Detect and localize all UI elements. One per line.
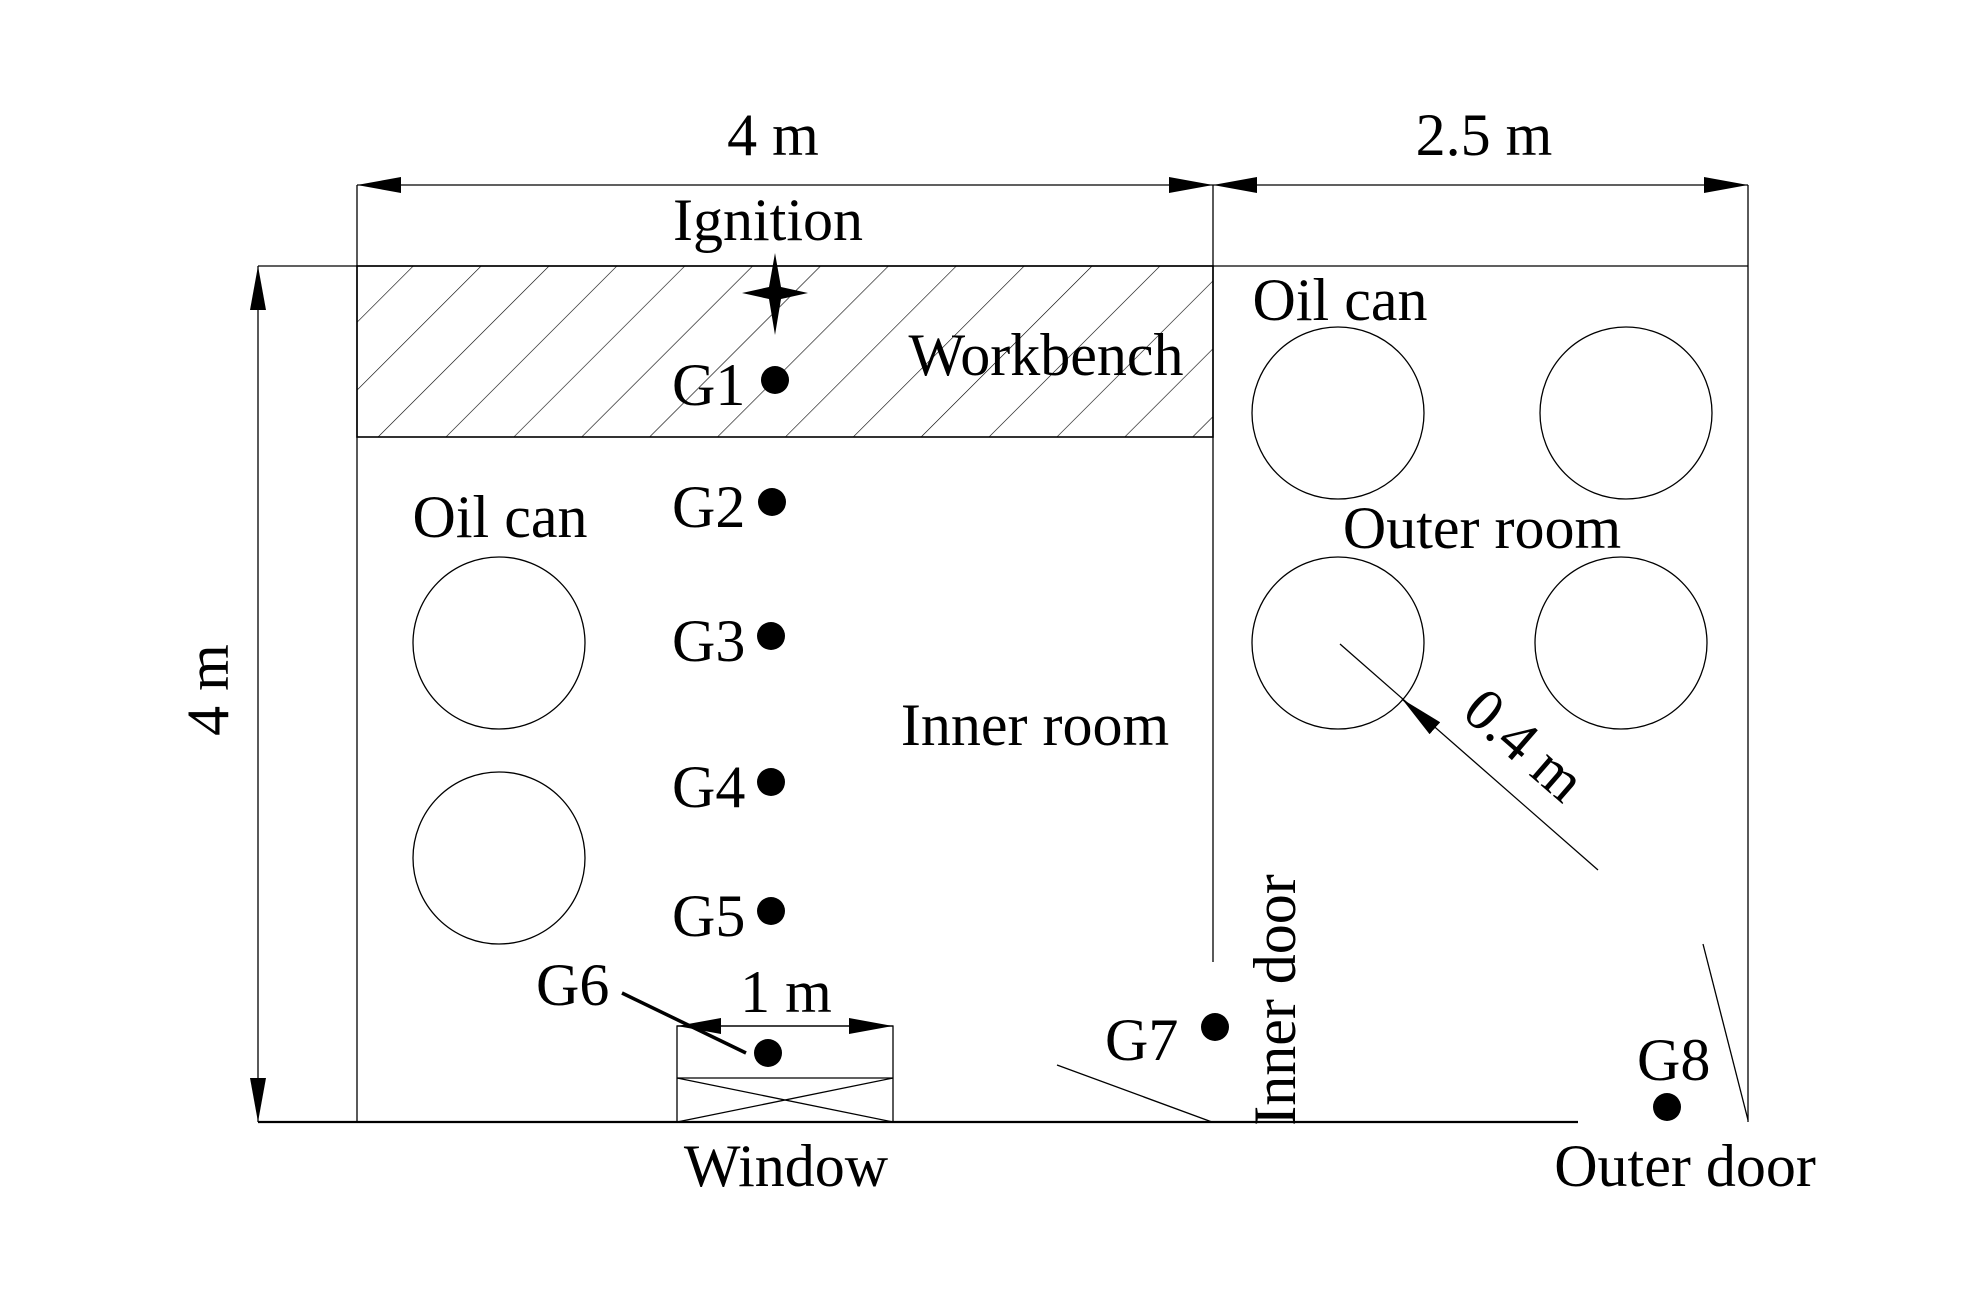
circle-outline-icon	[1539, 326, 1713, 500]
sensors: G1 G2 G3 G4 G5 G6 G7 G8	[536, 352, 1710, 1121]
inner-door-label: Inner door	[1242, 874, 1308, 1126]
window-width-label: 1 m	[740, 959, 832, 1025]
sensor-g2-dot	[758, 488, 786, 516]
sensor-g2-label: G2	[672, 474, 745, 540]
sensor-g8-dot	[1653, 1093, 1681, 1121]
sensor-g7-label: G7	[1105, 1007, 1178, 1073]
inner-room-label: Inner room	[901, 692, 1169, 758]
circle-outline-icon	[412, 556, 586, 730]
dimension-top: 4 m 2.5 m	[356, 102, 1749, 1122]
sensor-g3-dot	[757, 622, 785, 650]
oil-cans-inner: Oil can	[412, 484, 588, 945]
outer-door: Outer door	[1554, 943, 1816, 1199]
outer-width-label: 2.5 m	[1416, 102, 1553, 168]
sensor-g1-label: G1	[672, 352, 745, 418]
height-label: 4 m	[175, 644, 241, 736]
oil-cans-outer: Oil can Outer room 0.4 m	[1251, 267, 1713, 871]
sensor-g6-dot	[754, 1039, 782, 1067]
sensor-g5-dot	[757, 897, 785, 925]
window-label: Window	[684, 1133, 889, 1199]
outer-door-label: Outer door	[1554, 1133, 1816, 1199]
sensor-g5-label: G5	[672, 883, 745, 949]
oil-can-inner-label: Oil can	[413, 484, 588, 550]
circle-outline-icon	[1534, 556, 1708, 730]
inner-door: Inner door	[1056, 874, 1308, 1126]
sensor-g4-label: G4	[672, 754, 745, 820]
sensor-g6-label: G6	[536, 952, 609, 1018]
sensor-g8-label: G8	[1637, 1027, 1710, 1093]
circle-outline-icon	[1251, 326, 1425, 500]
circle-outline-icon	[412, 771, 586, 945]
sensor-g3-label: G3	[672, 608, 745, 674]
outer-room-label: Outer room	[1343, 495, 1621, 561]
radius-label: 0.4 m	[1451, 675, 1597, 814]
workbench-label: Workbench	[908, 322, 1183, 388]
circle-outline-icon	[1251, 556, 1425, 730]
ignition-label: Ignition	[673, 187, 863, 253]
sensor-g7-dot	[1201, 1013, 1229, 1041]
inner-width-label: 4 m	[727, 102, 819, 168]
four-point-star-icon	[742, 253, 808, 335]
window: 1 m Window	[676, 959, 894, 1199]
sensor-g1-dot	[761, 366, 789, 394]
sensor-g4-dot	[757, 768, 785, 796]
ignition: Ignition	[673, 187, 863, 335]
oil-can-outer-label: Oil can	[1253, 267, 1428, 333]
